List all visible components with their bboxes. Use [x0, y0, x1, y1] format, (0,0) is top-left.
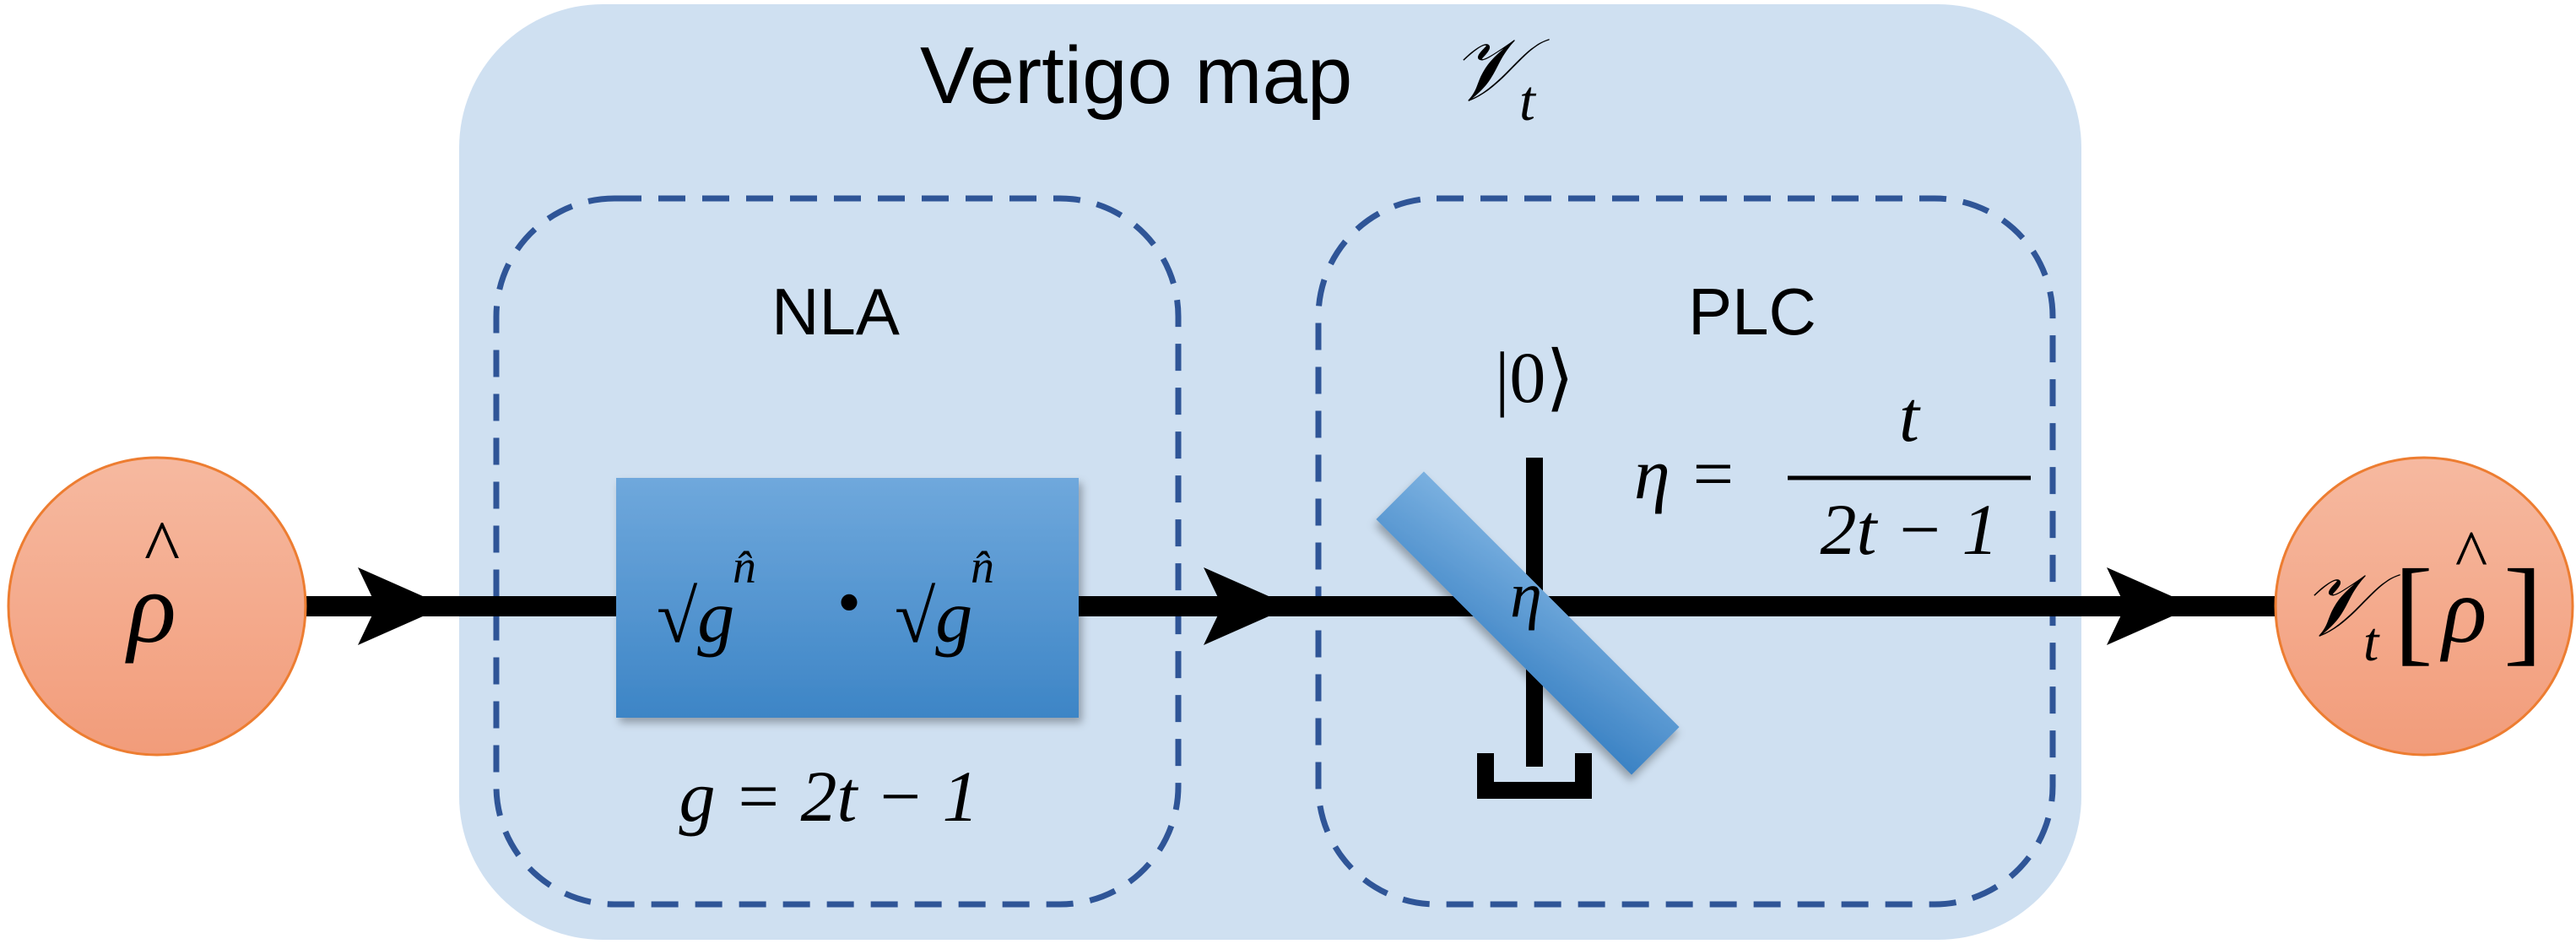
plc-box: [1315, 195, 2056, 908]
nla-operator-right: √g: [895, 577, 972, 659]
eta-formula-denominator: 2t − 1: [1821, 489, 1999, 570]
output-rho: ρ: [2440, 559, 2487, 662]
vertigo-map-title: Vertigo map: [920, 30, 1352, 121]
output-bracket-left: [: [2394, 545, 2433, 676]
arrow-head-3: [2107, 567, 2194, 645]
input-rho: ρ: [124, 551, 176, 664]
arrow-head-1: [358, 567, 446, 645]
output-state-node: [2274, 456, 2574, 757]
nla-operator-exp-left: n̂: [733, 541, 756, 594]
arrow-head-2: [1204, 567, 1291, 645]
loss-dump-icon: [1477, 753, 1592, 799]
output-rho-hat: ^: [2455, 516, 2487, 593]
beam-splitter: [1376, 471, 1680, 775]
nla-box: [493, 195, 1182, 908]
vacuum-state-label: |0⟩: [1495, 337, 1574, 418]
output-subscript-t: t: [2363, 611, 2380, 673]
beam-splitter-eta: η: [1510, 560, 1542, 631]
input-state-node: [7, 456, 307, 757]
nla-operator-block: [616, 478, 1079, 718]
nla-operator-exp-right: n̂: [971, 541, 994, 594]
input-rho-hat: ^: [144, 506, 180, 589]
nla-operator-dot: •: [837, 566, 861, 640]
nla-label: NLA: [771, 274, 900, 349]
eta-formula-numerator: t: [1899, 376, 1921, 457]
nla-operator-left: √g: [657, 577, 734, 659]
eta-formula-lhs: η =: [1634, 433, 1737, 514]
nla-gain-equation: g = 2t − 1: [679, 756, 979, 837]
output-bracket-right: ]: [2503, 545, 2543, 676]
plc-label: PLC: [1688, 274, 1816, 349]
vertigo-map-subscript: t: [1519, 68, 1537, 133]
